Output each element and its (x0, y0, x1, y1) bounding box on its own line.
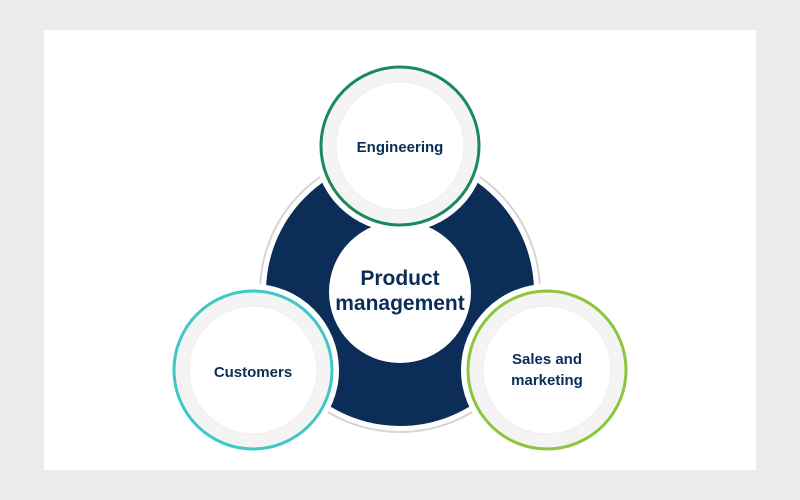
node-sales-marketing: Sales and marketing (461, 284, 633, 456)
node-sales-marketing-label-line1: Sales and (512, 351, 582, 368)
center-disc (329, 221, 471, 363)
center-label-line1: Product (360, 267, 439, 290)
node-customers-label: Customers (214, 364, 292, 381)
node-sales-marketing-label-line2: marketing (511, 372, 583, 389)
node-engineering-label: Engineering (357, 139, 444, 156)
node-customers: Customers (167, 284, 339, 456)
node-engineering: Engineering (314, 60, 486, 232)
center-label-line2: management (335, 292, 465, 315)
